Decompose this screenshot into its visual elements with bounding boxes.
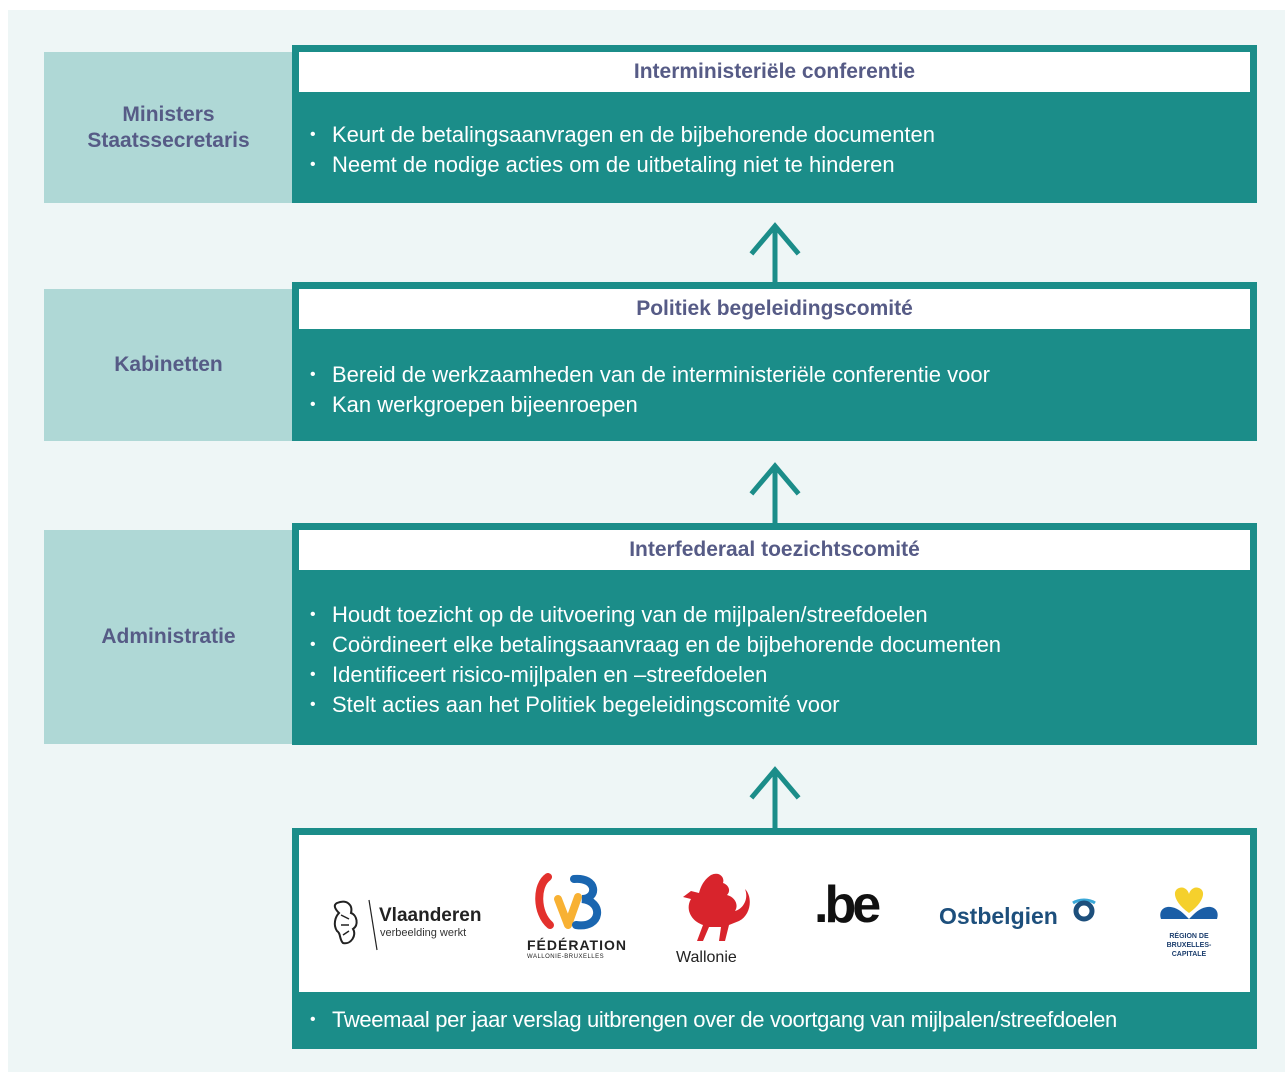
government-logos-panel: Vlaanderen verbeelding werkt FÉDÉRATION …	[299, 835, 1250, 992]
logo-text: Ostbelgien	[939, 903, 1058, 929]
bullet-dot: •	[310, 156, 316, 173]
committee-task-list: • Bereid de werkzaamheden van de intermin…	[306, 360, 1243, 420]
level-label-ministers: Ministers Staatssecretaris	[44, 52, 293, 203]
governments-task-list: • Tweemaal per jaar verslag uitbrengen ov…	[306, 1005, 1117, 1035]
bullet-dot: •	[310, 606, 316, 623]
up-arrow-icon	[745, 460, 805, 525]
bullet-dot: •	[310, 696, 316, 713]
bullet-dot: •	[310, 636, 316, 653]
belgium-be-logo: .be	[814, 875, 904, 945]
bullet-dot: •	[310, 366, 316, 383]
task-text: Kan werkgroepen bijeenroepen	[332, 392, 638, 417]
committee-box-interministerial: Interministeriële conferentie • Keurt de …	[292, 45, 1257, 203]
task-item: • Tweemaal per jaar verslag uitbrengen ov…	[306, 1005, 1117, 1035]
committee-title: Interfederaal toezichtscomité	[299, 530, 1250, 570]
task-text: Bereid de werkzaamheden van de intermini…	[332, 362, 990, 387]
task-item: • Neemt de nodige acties om de uitbetalin…	[306, 150, 1243, 180]
flemish-lion-icon	[333, 899, 378, 951]
task-text: Coördineert elke betalingsaanvraag en de…	[332, 632, 1002, 657]
logo-text: CAPITALE	[1171, 951, 1207, 958]
committee-box-interfederal: Interfederaal toezichtscomité • Houdt toe…	[292, 523, 1257, 745]
logo-text: FÉDÉRATION	[527, 937, 627, 953]
ostbelgien-logo: Ostbelgien	[939, 897, 1104, 937]
wallonie-logo: Wallonie	[669, 869, 754, 969]
bullet-dot: •	[310, 396, 316, 413]
committee-task-list: • Houdt toezicht op de uitvoering van de …	[306, 600, 1243, 720]
bullet-dot: •	[310, 666, 316, 683]
level-label-kabinetten: Kabinetten	[44, 289, 293, 441]
bullet-dot: •	[310, 1011, 316, 1028]
task-item: • Houdt toezicht op de uitvoering van de …	[306, 600, 1243, 630]
up-arrow-icon	[745, 220, 805, 285]
level-label-line: Kabinetten	[114, 353, 223, 376]
ostbelgien-mark-icon	[1072, 898, 1096, 922]
logo-text: RÉGION DE	[1169, 933, 1209, 940]
bullet-dot: •	[310, 126, 316, 143]
iris-heart-icon	[1160, 887, 1218, 919]
brussels-capital-region-logo: RÉGION DE BRUXELLES- CAPITALE	[1149, 885, 1229, 965]
committee-title: Politiek begeleidingscomité	[299, 289, 1250, 329]
up-arrow-icon	[745, 764, 805, 830]
logo-text: Vlaanderen	[379, 905, 482, 926]
task-text: Tweemaal per jaar verslag uitbrengen ove…	[332, 1007, 1117, 1032]
level-label-line: Ministers	[122, 102, 215, 126]
task-text: Keurt de betalingsaanvragen en de bijbeh…	[332, 122, 936, 147]
federation-wallonie-bruxelles-logo: FÉDÉRATION WALLONIE-BRUXELLES	[524, 873, 627, 963]
task-item: • Bereid de werkzaamheden van de intermin…	[306, 360, 1243, 390]
task-item: • Stelt acties aan het Politiek begeleidi…	[306, 690, 1243, 720]
task-text: Houdt toezicht op de uitvoering van de m…	[332, 602, 928, 627]
logo-text-block: RÉGION DE BRUXELLES- CAPITALE	[1149, 932, 1229, 959]
task-item: • Keurt de betalingsaanvragen en de bijbe…	[306, 120, 1243, 150]
committee-title: Interministeriële conferentie	[299, 52, 1250, 92]
task-text: Identificeert risico-mijlpalen en –stree…	[332, 662, 768, 687]
committee-box-political: Politiek begeleidingscomité • Bereid de w…	[292, 282, 1257, 441]
level-label-line: Administratie	[101, 625, 236, 648]
fwb-emblem-icon	[535, 873, 602, 930]
vlaanderen-logo: Vlaanderen verbeelding werkt	[329, 895, 489, 955]
task-item: • Identificeert risico-mijlpalen en –stre…	[306, 660, 1243, 690]
task-item: • Coördineert elke betalingsaanvraag en d…	[306, 630, 1243, 660]
logo-text: BRUXELLES-	[1166, 942, 1212, 949]
logo-text: .be	[814, 876, 881, 934]
task-text: Neemt de nodige acties om de uitbetaling…	[332, 152, 895, 177]
logo-tagline: verbeelding werkt	[380, 927, 467, 939]
logo-tagline: WALLONIE-BRUXELLES	[527, 954, 605, 960]
task-text: Stelt acties aan het Politiek begeleidin…	[332, 692, 840, 717]
level-label-administratie: Administratie	[44, 530, 293, 744]
logo-text: Wallonie	[676, 949, 737, 966]
rooster-icon	[683, 873, 750, 941]
task-item: • Kan werkgroepen bijeenroepen	[306, 390, 1243, 420]
level-label-line: Staatssecretaris	[87, 128, 250, 152]
committee-task-list: • Keurt de betalingsaanvragen en de bijbe…	[306, 120, 1243, 180]
